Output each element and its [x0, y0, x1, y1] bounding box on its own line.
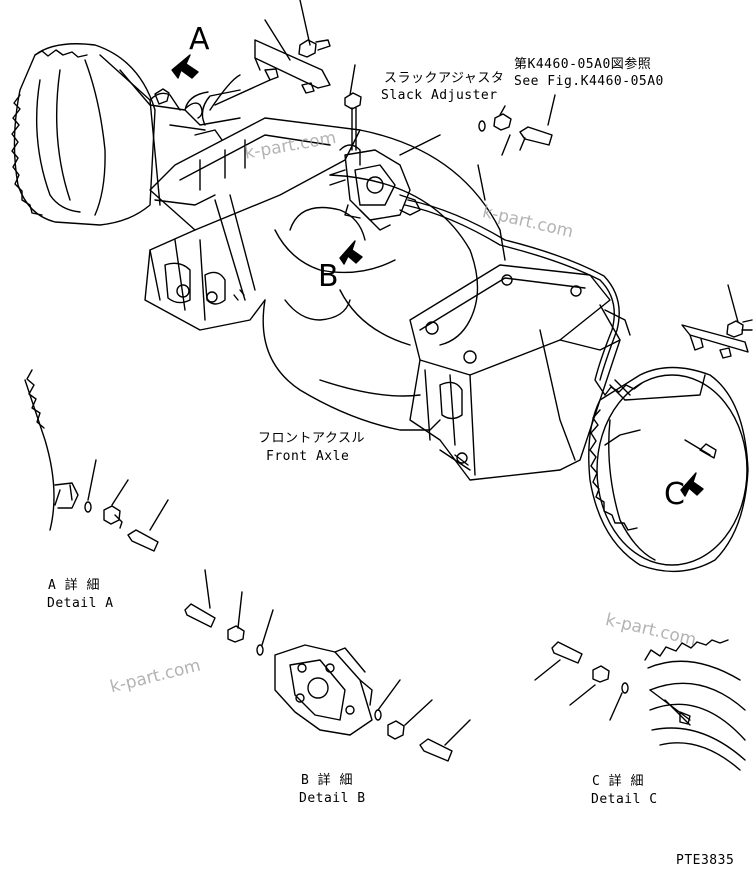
right-bracket	[681, 284, 753, 359]
callout-a: A	[189, 22, 211, 57]
detail-b-drawing	[184, 569, 471, 762]
slack-adjuster-assembly	[329, 144, 421, 231]
bleeder-fittings	[344, 64, 556, 201]
detail-c-label-jp: C 詳 細	[592, 774, 644, 789]
detail-a-drawing	[24, 369, 169, 552]
arrows	[171, 54, 704, 497]
detail-a-label-jp: A 詳 細	[48, 578, 100, 593]
brake-tube	[169, 74, 620, 396]
top-bracket	[214, 0, 331, 106]
slack-adjuster-label-en: Slack Adjuster	[381, 88, 498, 103]
front-axle-label-en: Front Axle	[266, 449, 350, 464]
callout-c: C	[664, 477, 686, 512]
reference-label-en: See Fig.K4460-05A0	[514, 74, 664, 89]
axle-housing	[144, 117, 631, 481]
reference-label-jp: 第K4460-05A0図参照	[514, 57, 652, 72]
detail-b-label-jp: B 詳 細	[301, 773, 353, 788]
detail-b-label-en: Detail B	[299, 791, 366, 806]
left-wheel-hub	[11, 43, 241, 226]
callout-b: B	[318, 259, 340, 294]
slack-adjuster-label-jp: スラックアジャスタ	[384, 71, 505, 86]
drawing-code: PTE3835	[676, 853, 735, 868]
front-axle-label-jp: フロントアクスル	[258, 431, 365, 446]
detail-c-label-en: Detail C	[591, 792, 658, 807]
detail-c-drawing	[534, 639, 746, 771]
detail-a-label-en: Detail A	[47, 596, 114, 611]
right-wheel-hub	[588, 366, 749, 573]
